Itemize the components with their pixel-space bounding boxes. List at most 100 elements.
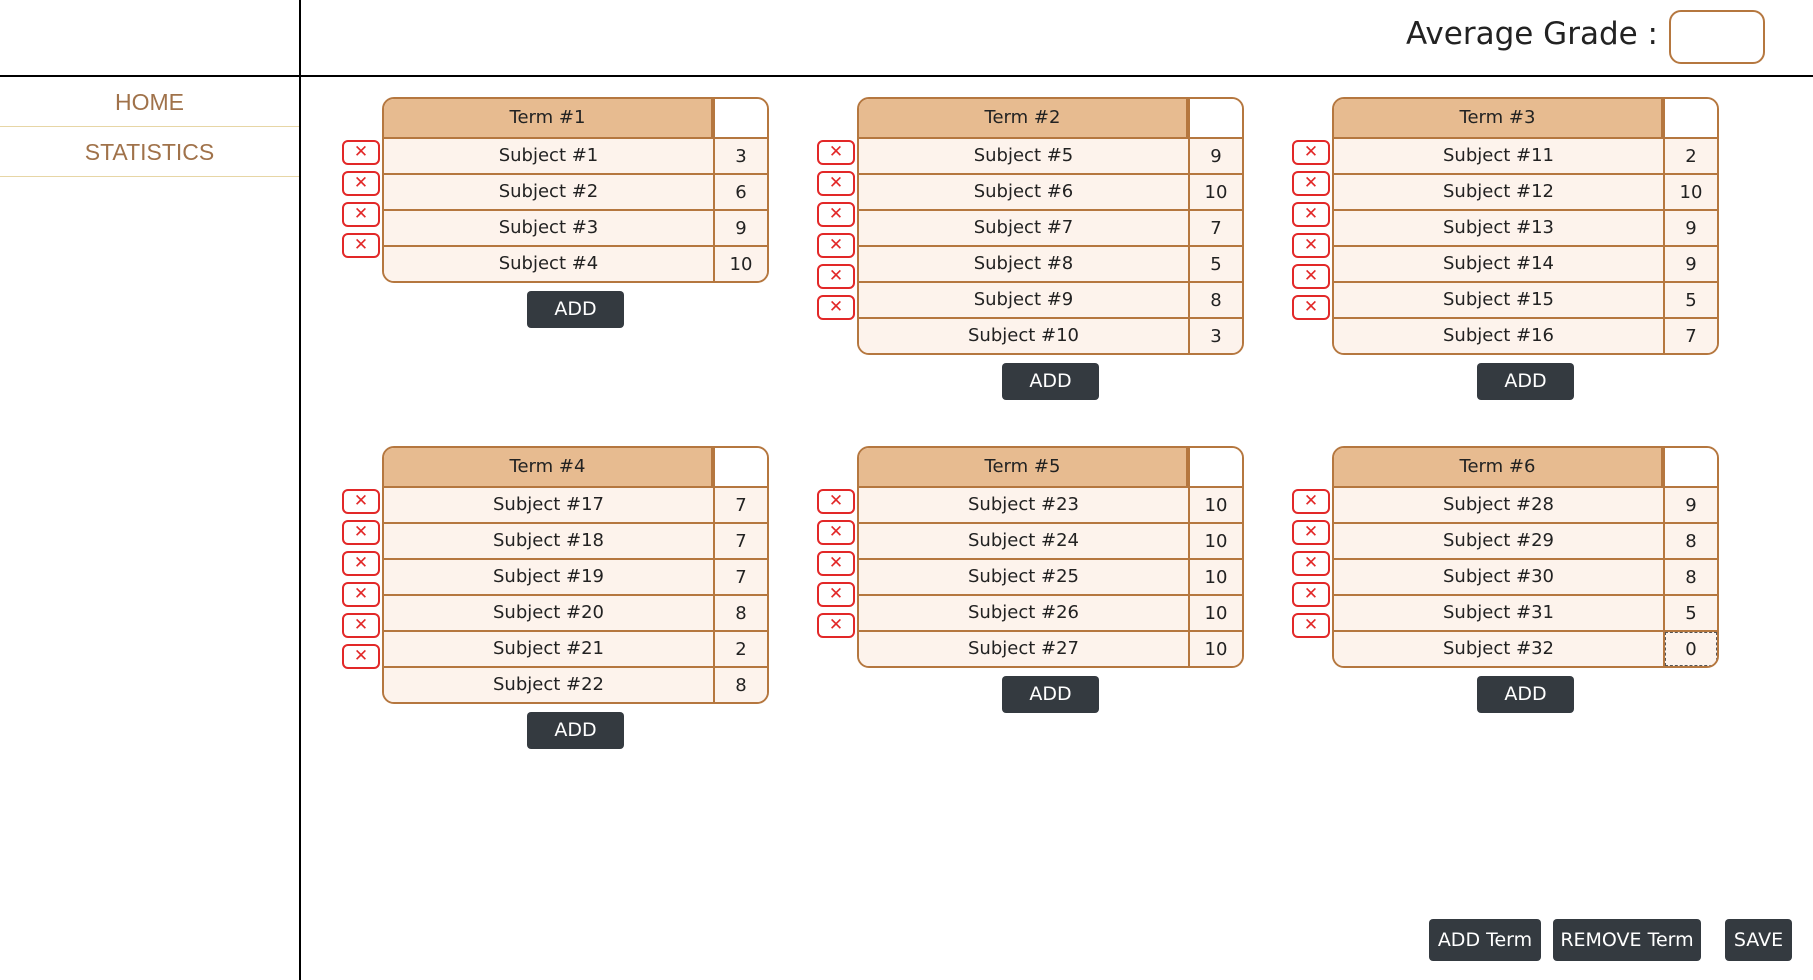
delete-subject-button[interactable]: ✕ <box>817 613 855 638</box>
subject-name-field[interactable]: Subject #6 <box>859 175 1190 209</box>
delete-subject-button[interactable]: ✕ <box>817 582 855 607</box>
subject-grade-field[interactable]: 10 <box>1665 175 1717 209</box>
delete-subject-button[interactable]: ✕ <box>1292 202 1330 227</box>
subject-name-field[interactable]: Subject #25 <box>859 560 1190 594</box>
add-subject-button[interactable]: ADD <box>1477 676 1574 713</box>
delete-subject-button[interactable]: ✕ <box>817 295 855 320</box>
subject-name-field[interactable]: Subject #19 <box>384 560 715 594</box>
delete-subject-button[interactable]: ✕ <box>817 233 855 258</box>
delete-subject-button[interactable]: ✕ <box>1292 551 1330 576</box>
delete-subject-button[interactable]: ✕ <box>342 520 380 545</box>
term-title[interactable]: Term #1 <box>384 99 715 137</box>
delete-subject-button[interactable]: ✕ <box>817 171 855 196</box>
subject-grade-field[interactable]: 9 <box>1665 488 1717 522</box>
subject-name-field[interactable]: Subject #28 <box>1334 488 1665 522</box>
subject-name-field[interactable]: Subject #13 <box>1334 211 1665 245</box>
nav-home[interactable]: HOME <box>0 77 299 127</box>
subject-name-field[interactable]: Subject #8 <box>859 247 1190 281</box>
subject-name-field[interactable]: Subject #29 <box>1334 524 1665 558</box>
subject-name-field[interactable]: Subject #16 <box>1334 319 1665 353</box>
subject-name-field[interactable]: Subject #23 <box>859 488 1190 522</box>
delete-subject-button[interactable]: ✕ <box>342 551 380 576</box>
delete-subject-button[interactable]: ✕ <box>817 202 855 227</box>
subject-grade-field[interactable]: 10 <box>1190 560 1242 594</box>
add-subject-button[interactable]: ADD <box>1002 363 1099 400</box>
subject-name-field[interactable]: Subject #30 <box>1334 560 1665 594</box>
add-subject-button[interactable]: ADD <box>1002 676 1099 713</box>
delete-subject-button[interactable]: ✕ <box>1292 613 1330 638</box>
subject-name-field[interactable]: Subject #21 <box>384 632 715 666</box>
subject-name-field[interactable]: Subject #20 <box>384 596 715 630</box>
subject-grade-field[interactable]: 6 <box>715 175 767 209</box>
subject-name-field[interactable]: Subject #14 <box>1334 247 1665 281</box>
add-subject-button[interactable]: ADD <box>1477 363 1574 400</box>
delete-subject-button[interactable]: ✕ <box>817 551 855 576</box>
subject-name-field[interactable]: Subject #1 <box>384 139 715 173</box>
subject-grade-field[interactable]: 8 <box>1665 560 1717 594</box>
subject-grade-field[interactable]: 8 <box>715 596 767 630</box>
delete-subject-button[interactable]: ✕ <box>1292 264 1330 289</box>
subject-grade-field[interactable]: 8 <box>715 668 767 702</box>
subject-grade-field[interactable]: 7 <box>715 524 767 558</box>
delete-subject-button[interactable]: ✕ <box>342 489 380 514</box>
delete-subject-button[interactable]: ✕ <box>342 582 380 607</box>
subject-name-field[interactable]: Subject #11 <box>1334 139 1665 173</box>
subject-grade-field[interactable]: 2 <box>1665 139 1717 173</box>
subject-grade-field[interactable]: 10 <box>1190 524 1242 558</box>
delete-subject-button[interactable]: ✕ <box>1292 140 1330 165</box>
subject-grade-field[interactable]: 9 <box>1190 139 1242 173</box>
subject-grade-field[interactable]: 10 <box>1190 596 1242 630</box>
delete-subject-button[interactable]: ✕ <box>1292 582 1330 607</box>
delete-subject-button[interactable]: ✕ <box>342 644 380 669</box>
subject-name-field[interactable]: Subject #10 <box>859 319 1190 353</box>
save-button[interactable]: SAVE <box>1725 919 1792 961</box>
subject-grade-field[interactable]: 5 <box>1190 247 1242 281</box>
add-subject-button[interactable]: ADD <box>527 291 624 328</box>
delete-subject-button[interactable]: ✕ <box>1292 233 1330 258</box>
delete-subject-button[interactable]: ✕ <box>342 613 380 638</box>
subject-grade-field[interactable]: 2 <box>715 632 767 666</box>
subject-name-field[interactable]: Subject #32 <box>1334 632 1665 666</box>
subject-name-field[interactable]: Subject #22 <box>384 668 715 702</box>
subject-name-field[interactable]: Subject #12 <box>1334 175 1665 209</box>
delete-subject-button[interactable]: ✕ <box>342 140 380 165</box>
delete-subject-button[interactable]: ✕ <box>1292 295 1330 320</box>
subject-grade-field[interactable]: 0 <box>1665 632 1717 666</box>
subject-grade-field[interactable]: 7 <box>1665 319 1717 353</box>
subject-grade-field[interactable]: 9 <box>1665 211 1717 245</box>
subject-name-field[interactable]: Subject #7 <box>859 211 1190 245</box>
subject-grade-field[interactable]: 5 <box>1665 596 1717 630</box>
subject-name-field[interactable]: Subject #4 <box>384 247 715 281</box>
subject-grade-field[interactable]: 8 <box>1665 524 1717 558</box>
subject-grade-field[interactable]: 9 <box>1665 247 1717 281</box>
subject-name-field[interactable]: Subject #3 <box>384 211 715 245</box>
delete-subject-button[interactable]: ✕ <box>1292 489 1330 514</box>
term-title[interactable]: Term #3 <box>1334 99 1665 137</box>
remove-term-button[interactable]: REMOVE Term <box>1553 919 1701 961</box>
term-title[interactable]: Term #4 <box>384 448 715 486</box>
subject-name-field[interactable]: Subject #15 <box>1334 283 1665 317</box>
subject-name-field[interactable]: Subject #9 <box>859 283 1190 317</box>
subject-grade-field[interactable]: 10 <box>1190 632 1242 666</box>
delete-subject-button[interactable]: ✕ <box>817 140 855 165</box>
subject-grade-field[interactable]: 10 <box>1190 488 1242 522</box>
delete-subject-button[interactable]: ✕ <box>342 171 380 196</box>
subject-grade-field[interactable]: 5 <box>1665 283 1717 317</box>
subject-name-field[interactable]: Subject #5 <box>859 139 1190 173</box>
subject-grade-field[interactable]: 7 <box>715 488 767 522</box>
delete-subject-button[interactable]: ✕ <box>817 264 855 289</box>
subject-name-field[interactable]: Subject #27 <box>859 632 1190 666</box>
delete-subject-button[interactable]: ✕ <box>342 202 380 227</box>
subject-name-field[interactable]: Subject #17 <box>384 488 715 522</box>
delete-subject-button[interactable]: ✕ <box>1292 171 1330 196</box>
subject-grade-field[interactable]: 8 <box>1190 283 1242 317</box>
subject-grade-field[interactable]: 3 <box>715 139 767 173</box>
subject-grade-field[interactable]: 10 <box>1190 175 1242 209</box>
delete-subject-button[interactable]: ✕ <box>1292 520 1330 545</box>
add-term-button[interactable]: ADD Term <box>1429 919 1541 961</box>
term-title[interactable]: Term #5 <box>859 448 1190 486</box>
add-subject-button[interactable]: ADD <box>527 712 624 749</box>
subject-grade-field[interactable]: 7 <box>715 560 767 594</box>
subject-name-field[interactable]: Subject #26 <box>859 596 1190 630</box>
subject-name-field[interactable]: Subject #31 <box>1334 596 1665 630</box>
